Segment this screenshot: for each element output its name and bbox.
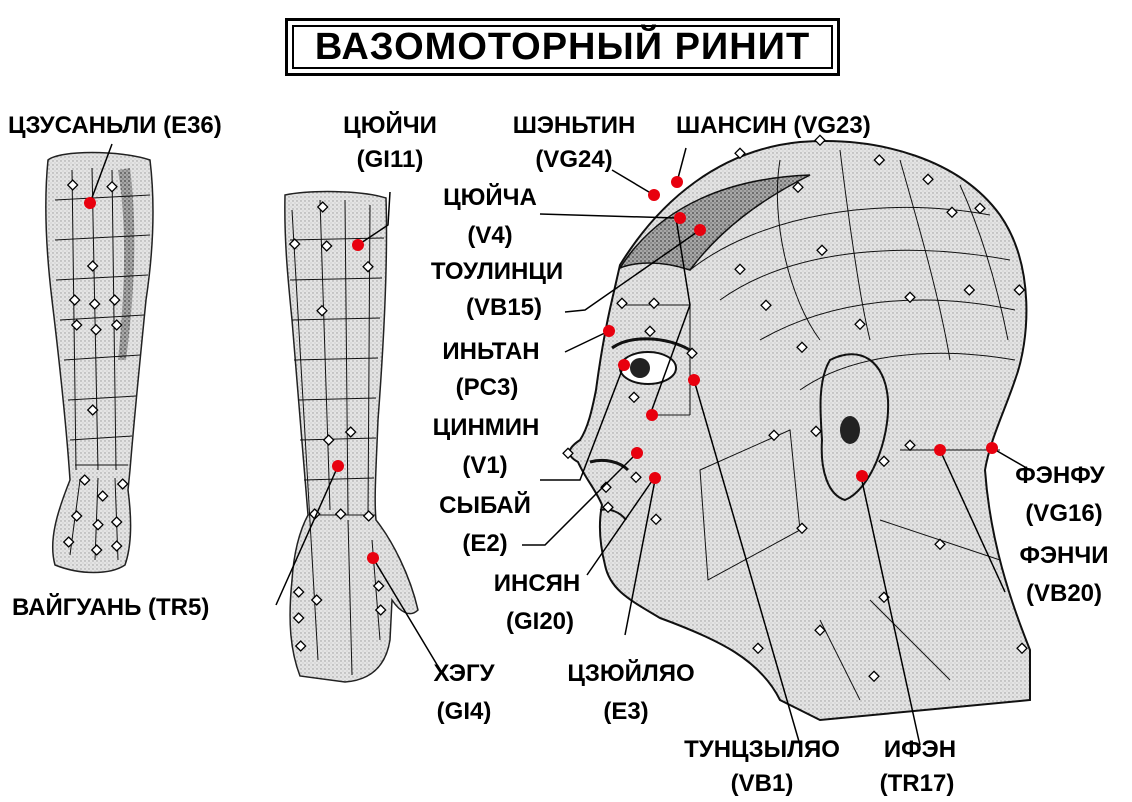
label-vg24-name: ШЭНЬТИН — [484, 112, 664, 140]
label-e36: ЦЗУСАНЬЛИ (E36) — [8, 112, 222, 140]
label-pc3-code: (PC3) — [432, 374, 542, 402]
point-vg16 — [986, 442, 998, 454]
label-vb15-code: (VB15) — [444, 294, 564, 322]
label-v4-code: (V4) — [440, 222, 540, 250]
head-figure — [570, 141, 1030, 720]
label-vb20-name: ФЭНЧИ — [1004, 542, 1124, 570]
point-e2 — [646, 409, 658, 421]
point-vb20 — [934, 444, 946, 456]
label-vb1-code: (VB1) — [712, 770, 812, 798]
label-e2-name: СЫБАЙ — [420, 492, 550, 520]
label-v4-name: ЦЮЙЧА — [420, 184, 560, 212]
label-vb20-code: (VB20) — [1004, 580, 1124, 608]
label-tr17-code: (TR17) — [862, 770, 972, 798]
label-tr5: ВАЙГУАНЬ (TR5) — [12, 594, 209, 622]
point-gi20 — [631, 447, 643, 459]
point-v4 — [674, 212, 686, 224]
label-v1-name: ЦИНМИН — [416, 414, 556, 442]
label-pc3-name: ИНЬТАН — [416, 338, 566, 366]
leg-figure — [46, 153, 153, 573]
label-vg23: ШАНСИН (VG23) — [676, 112, 871, 140]
point-vg24 — [648, 189, 660, 201]
point-gi11 — [352, 239, 364, 251]
label-gi4-code: (GI4) — [424, 698, 504, 726]
point-tr5 — [332, 460, 344, 472]
label-gi11-name: ЦЮЙЧИ — [330, 112, 450, 140]
label-gi11-code: (GI11) — [340, 146, 440, 174]
label-gi4-name: ХЭГУ — [424, 660, 504, 688]
label-vg16-code: (VG16) — [1004, 500, 1124, 528]
point-v1 — [618, 359, 630, 371]
label-vg16-name: ФЭНФУ — [1000, 462, 1120, 490]
point-tr17 — [856, 470, 868, 482]
label-gi20-name: ИНСЯН — [472, 570, 602, 598]
label-gi20-code: (GI20) — [480, 608, 600, 636]
label-vg24-code: (VG24) — [514, 146, 634, 174]
point-e3 — [649, 472, 661, 484]
point-vb1 — [688, 374, 700, 386]
point-vb15 — [694, 224, 706, 236]
label-vb15-name: ТОУЛИНЦИ — [412, 258, 582, 286]
label-vb1-name: ТУНЦЗЫЛЯО — [672, 736, 852, 764]
point-vg23 — [671, 176, 683, 188]
point-gi4 — [367, 552, 379, 564]
point-e36 — [84, 197, 96, 209]
title-frame: ВАЗОМОТОРНЫЙ РИНИТ — [285, 18, 840, 76]
label-tr17-name: ИФЭН — [870, 736, 970, 764]
point-pc3 — [603, 325, 615, 337]
label-e3-code: (E3) — [576, 698, 676, 726]
label-e2-code: (E2) — [440, 530, 530, 558]
label-e3-name: ЦЗЮЙЛЯО — [546, 660, 716, 688]
label-v1-code: (V1) — [440, 452, 530, 480]
page-title: ВАЗОМОТОРНЫЙ РИНИТ — [292, 25, 833, 69]
